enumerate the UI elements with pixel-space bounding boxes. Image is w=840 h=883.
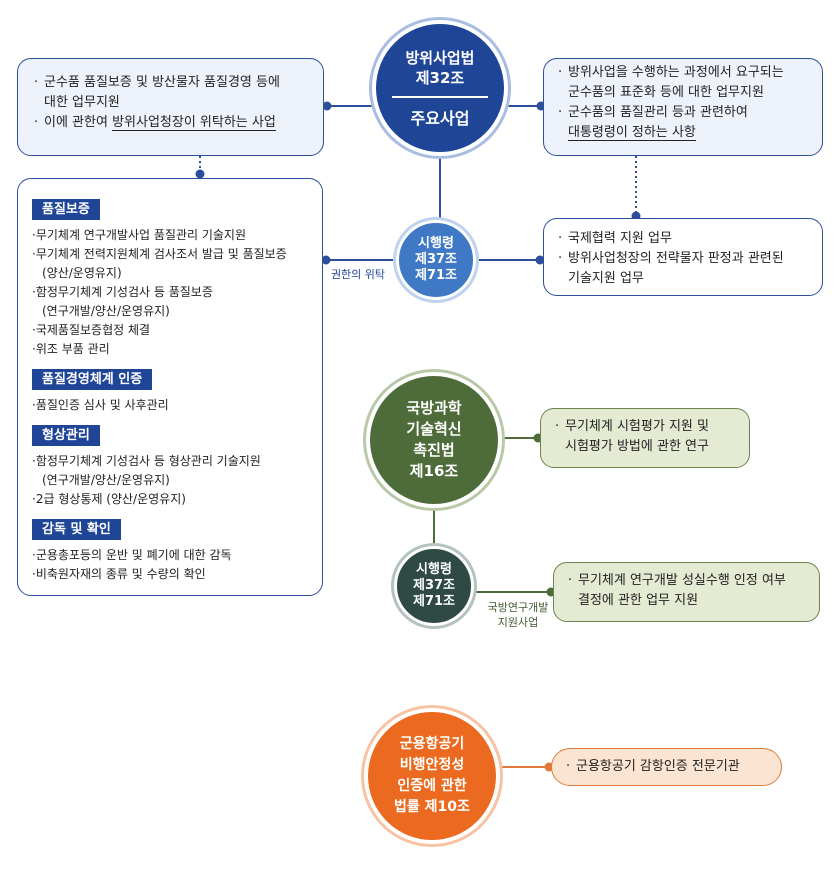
section-title-configuration: 형상관리	[32, 425, 100, 446]
list-item: ·비축원자재의 종류 및 수량의 확인	[32, 567, 206, 581]
main-law-article: 제32조	[415, 68, 465, 87]
list-item: ·이에 관한여 방위사업청장이 위탁하는 사업	[34, 115, 276, 131]
top-left-duty-box: ·군수품 품질보증 및 방산물자 품질경영 등에 대한 업무지원 ·이에 관한여…	[17, 58, 324, 156]
main-law-title: 방위사업법	[405, 48, 475, 67]
decree-1-line2: 제37조	[414, 252, 457, 267]
list-item: ·무기체계 시험평가 지원 및	[555, 419, 709, 434]
list-item: ·방위사업을 수행하는 과정에서 요구되는	[558, 65, 784, 80]
air-law-line2: 비행안정성	[399, 757, 465, 773]
rnd-label-line2: 지원사업	[497, 616, 539, 629]
section-title-qms-cert: 품질경영체계 인증	[32, 369, 153, 390]
decree-1-line1: 시행령	[418, 236, 454, 251]
enforcement-decree-circle-2: 시행령 제37조 제71조	[394, 546, 474, 626]
main-law-circle: 방위사업법 제32조 주요사업	[372, 20, 508, 156]
rnd-faithful-performance-box: ·무기체계 연구개발 성실수행 인정 여부 결정에 관한 업무 지원	[553, 562, 820, 622]
list-item: ·2급 형상통제 (양산/운영유지)	[32, 492, 186, 506]
list-item: ·함정무기체계 기성검사 등 형상관리 기술지원	[32, 454, 261, 468]
decree-2-line1: 시행령	[416, 562, 452, 577]
list-item: ·함정무기체계 기성검사 등 품질보증	[32, 285, 213, 299]
list-item: ·무기체계 전력지원체계 검사조서 발급 및 품질보증	[32, 247, 287, 261]
test-evaluation-box: ·무기체계 시험평가 지원 및 시험평가 방법에 관한 연구	[540, 408, 750, 468]
airworthiness-box: ·군용항공기 감항인증 전문기관	[551, 748, 782, 786]
decree-2-line2: 제37조	[412, 578, 455, 593]
list-item: ·군용항공기 감항인증 전문기관	[566, 759, 740, 774]
list-item: ·군수품의 품질관리 등과 관련하여	[558, 105, 748, 120]
delegated-duties-box: 품질보증 ·무기체계 연구개발사업 품질관리 기술지원 ·무기체계 전력지원체계…	[17, 178, 323, 596]
list-item: ·무기체계 연구개발 성실수행 인정 여부	[568, 573, 786, 588]
list-item: ·방위사업청장의 전략물자 판정과 관련된	[558, 251, 784, 266]
military-aircraft-law-circle: 군용항공기 비행안정성 인증에 관한 법률 제10조	[364, 708, 500, 844]
section-title-supervision: 감독 및 확인	[32, 519, 121, 540]
underlined-text: 방위사업청장이 위탁하는 사업	[112, 115, 276, 131]
defense-law-line4: 제16조	[409, 462, 459, 480]
mid-right-duty-box: ·국제협력 지원 업무 ·방위사업청장의 전략물자 판정과 관련된 기술지원 업…	[543, 218, 823, 296]
main-law-subtitle: 주요사업	[410, 108, 470, 128]
list-item: ·국제협력 지원 업무	[558, 231, 672, 246]
rnd-label-line1: 국방연구개발	[487, 601, 549, 614]
underlined-text: 대통령령이 정하는 사항	[568, 125, 696, 141]
list-item: ·군수품 품질보증 및 방산물자 품질경영 등에	[34, 75, 280, 90]
air-law-line1: 군용항공기	[399, 736, 465, 752]
list-item: ·국제품질보증협정 체결	[32, 323, 151, 337]
section-title-quality-assurance: 품질보증	[32, 199, 100, 220]
defense-law-line1: 국방과학	[406, 399, 462, 417]
enforcement-decree-circle-1: 시행령 제37조 제71조	[396, 220, 476, 300]
defense-law-line2: 기술혁신	[406, 420, 462, 438]
rnd-support-label: 국방연구개발 지원사업	[478, 600, 558, 630]
decree-2-line3: 제71조	[412, 594, 455, 609]
delegation-label: 권한의 위탁	[330, 268, 386, 281]
list-item: ·위조 부품 관리	[32, 342, 110, 356]
decree-1-line3: 제71조	[414, 268, 457, 283]
air-law-line4: 법률 제10조	[394, 799, 470, 815]
defense-law-line3: 촉진법	[413, 441, 455, 459]
list-item: ·품질인증 심사 및 사후관리	[32, 398, 169, 412]
top-right-duty-box: ·방위사업을 수행하는 과정에서 요구되는 군수품의 표준화 등에 대한 업무지…	[543, 58, 823, 156]
defense-science-law-circle: 국방과학 기술혁신 촉진법 제16조	[366, 372, 502, 508]
main-circle-divider	[392, 95, 488, 98]
list-item: ·군용총포등의 운반 및 폐기에 대한 감독	[32, 548, 232, 562]
air-law-line3: 인증에 관한	[397, 778, 467, 794]
list-item: ·무기체계 연구개발사업 품질관리 기술지원	[32, 228, 246, 242]
